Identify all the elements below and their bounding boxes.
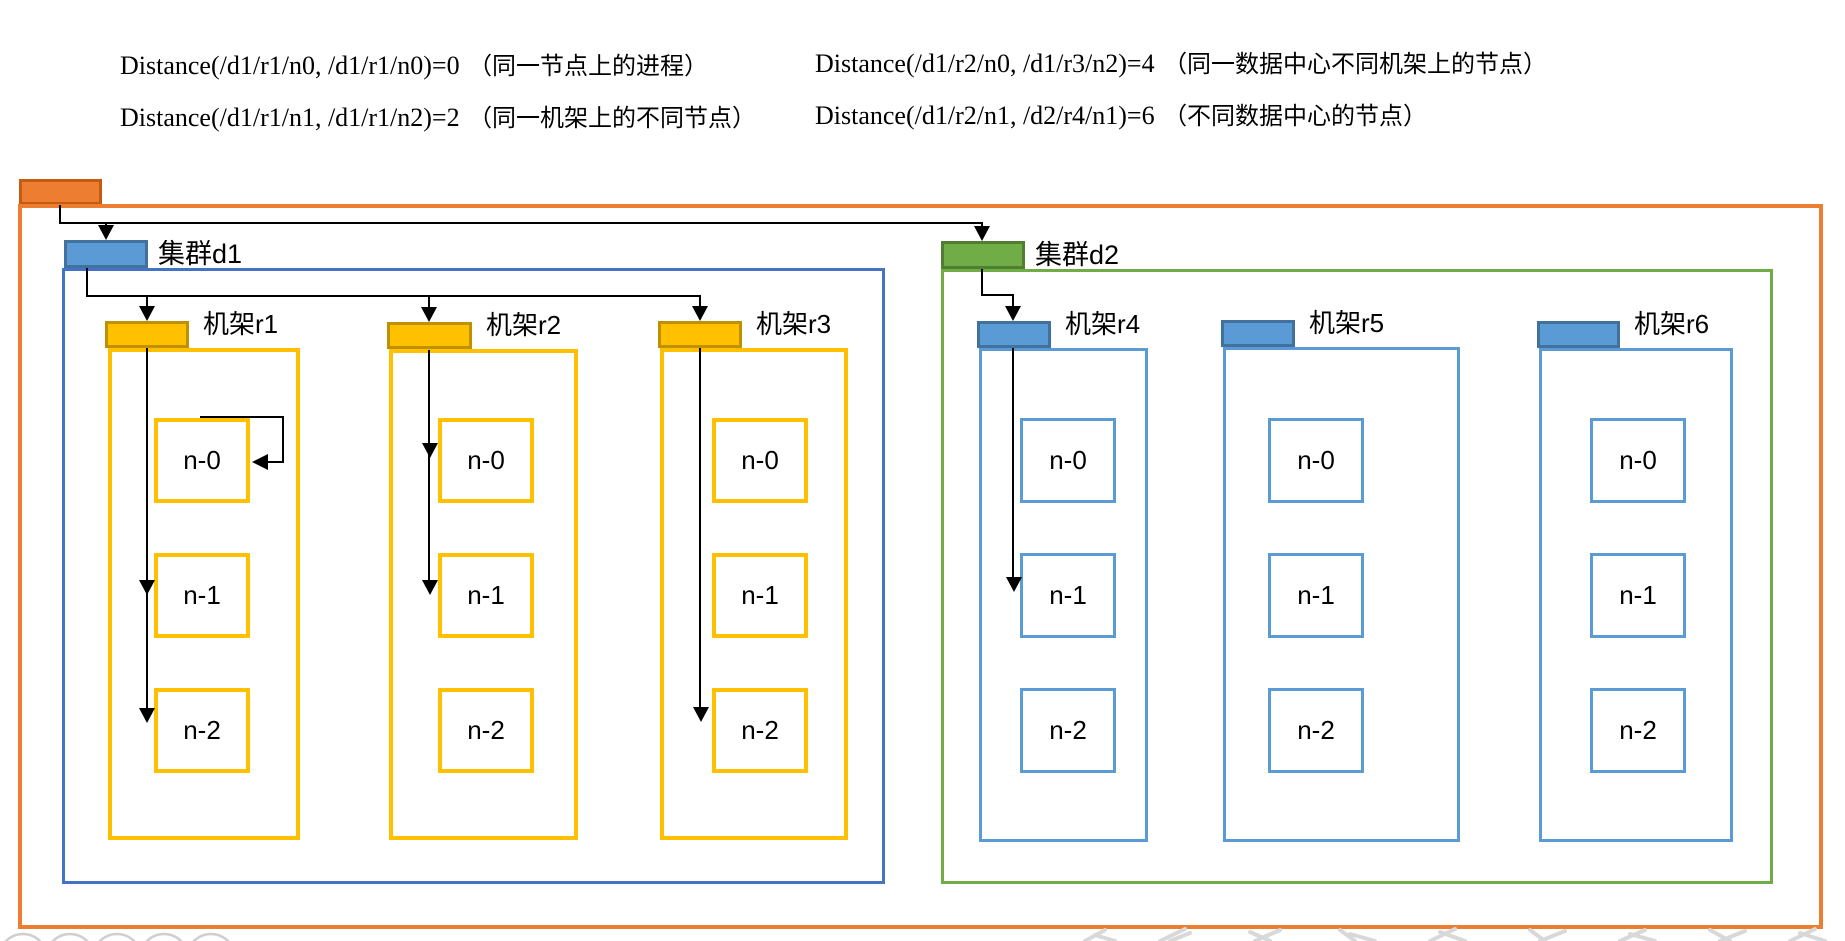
- cluster-d2-icon: [941, 241, 1025, 269]
- node-box-n-0: n-0: [1020, 418, 1116, 503]
- node-label: n-1: [1297, 580, 1335, 610]
- node-label: n-2: [1619, 715, 1657, 745]
- distance-formula: Distance(/d1/r2/n0, /d1/r3/n2)=4: [815, 49, 1155, 78]
- node-box-n-0: n-0: [438, 418, 534, 503]
- rack-icon-机架r1: [105, 321, 189, 348]
- node-label: n-1: [1049, 580, 1087, 610]
- node-label: n-2: [1297, 715, 1335, 745]
- rack-label: 机架r1: [203, 309, 279, 339]
- node-label: n-1: [741, 580, 779, 610]
- rack-container: [660, 348, 848, 840]
- rack-label: 机架r5: [1309, 308, 1385, 338]
- rack-container: [979, 348, 1148, 842]
- node-box-n-1: n-1: [1268, 553, 1364, 638]
- cluster-d1-label: 集群d1: [158, 239, 243, 269]
- cluster-d2-boundary: [941, 269, 1773, 884]
- distance-formula: Distance(/d1/r1/n1, /d1/r1/n2)=2: [120, 103, 460, 132]
- rack-container: [1223, 347, 1460, 842]
- node-label: n-0: [1619, 445, 1657, 475]
- node-box-n-2: n-2: [1020, 688, 1116, 773]
- node-label: n-0: [183, 445, 221, 475]
- node-box-n-1: n-1: [1020, 553, 1116, 638]
- node-box-n-2: n-2: [154, 688, 250, 773]
- node-box-n-1: n-1: [712, 553, 808, 638]
- node-box-n-1: n-1: [1590, 553, 1686, 638]
- node-label: n-2: [467, 715, 505, 745]
- rack-container: [108, 348, 300, 840]
- distance-note: （不同数据中心的节点）: [1163, 103, 1428, 130]
- node-box-n-0: n-0: [1268, 418, 1364, 503]
- rack-icon-机架r5: [1221, 320, 1295, 347]
- node-label: n-1: [1619, 580, 1657, 610]
- distance-formula: Distance(/d1/r1/n0, /d1/r1/n0)=0: [120, 51, 460, 80]
- watermark-circles: [4, 932, 230, 941]
- watermark-glyphs: [1083, 927, 1827, 941]
- rack-container: [1539, 348, 1733, 842]
- distance-annotation-2: Distance(/d1/r1/n1, /d1/r1/n2)=2 （同一机架上的…: [120, 98, 756, 133]
- rack-label: 机架r3: [756, 309, 832, 339]
- node-box-n-2: n-2: [712, 688, 808, 773]
- distance-annotation-0: Distance(/d1/r1/n0, /d1/r1/n0)=0 （同一节点上的…: [120, 46, 708, 81]
- distance-annotation-4: Distance(/d1/r2/n0, /d1/r3/n2)=4 （同一数据中心…: [815, 44, 1547, 79]
- distance-annotation-6: Distance(/d1/r2/n1, /d2/r4/n1)=6 （不同数据中心…: [815, 96, 1427, 131]
- cluster-d1-icon: [64, 240, 148, 268]
- rack-label: 机架r2: [486, 310, 562, 340]
- node-label: n-1: [467, 580, 505, 610]
- cluster-d2-label: 集群d2: [1035, 240, 1120, 270]
- distance-note: （同一机架上的不同节点）: [468, 105, 757, 132]
- distance-note: （同一数据中心不同机架上的节点）: [1163, 51, 1548, 78]
- node-label: n-0: [741, 445, 779, 475]
- rack-icon-机架r3: [658, 321, 742, 348]
- rack-label: 机架r4: [1065, 309, 1141, 339]
- rack-icon-机架r2: [387, 322, 472, 349]
- rack-container: [389, 349, 578, 840]
- node-label: n-2: [183, 715, 221, 745]
- distance-note: （同一节点上的进程）: [468, 53, 709, 80]
- node-box-n-0: n-0: [712, 418, 808, 503]
- node-box-n-2: n-2: [1590, 688, 1686, 773]
- node-label: n-0: [1049, 445, 1087, 475]
- node-box-n-1: n-1: [438, 553, 534, 638]
- rack-icon-机架r6: [1537, 321, 1620, 348]
- node-label: n-2: [741, 715, 779, 745]
- root-node-tab: [19, 179, 102, 205]
- node-box-n-2: n-2: [438, 688, 534, 773]
- node-box-n-2: n-2: [1268, 688, 1364, 773]
- node-box-n-0: n-0: [1590, 418, 1686, 503]
- node-box-n-1: n-1: [154, 553, 250, 638]
- rack-label: 机架r6: [1634, 309, 1710, 339]
- node-label: n-0: [467, 445, 505, 475]
- distance-formula: Distance(/d1/r2/n1, /d2/r4/n1)=6: [815, 101, 1155, 130]
- node-label: n-2: [1049, 715, 1087, 745]
- node-label: n-0: [1297, 445, 1335, 475]
- node-label: n-1: [183, 580, 221, 610]
- node-box-n-0: n-0: [154, 418, 250, 503]
- rack-icon-机架r4: [977, 321, 1051, 348]
